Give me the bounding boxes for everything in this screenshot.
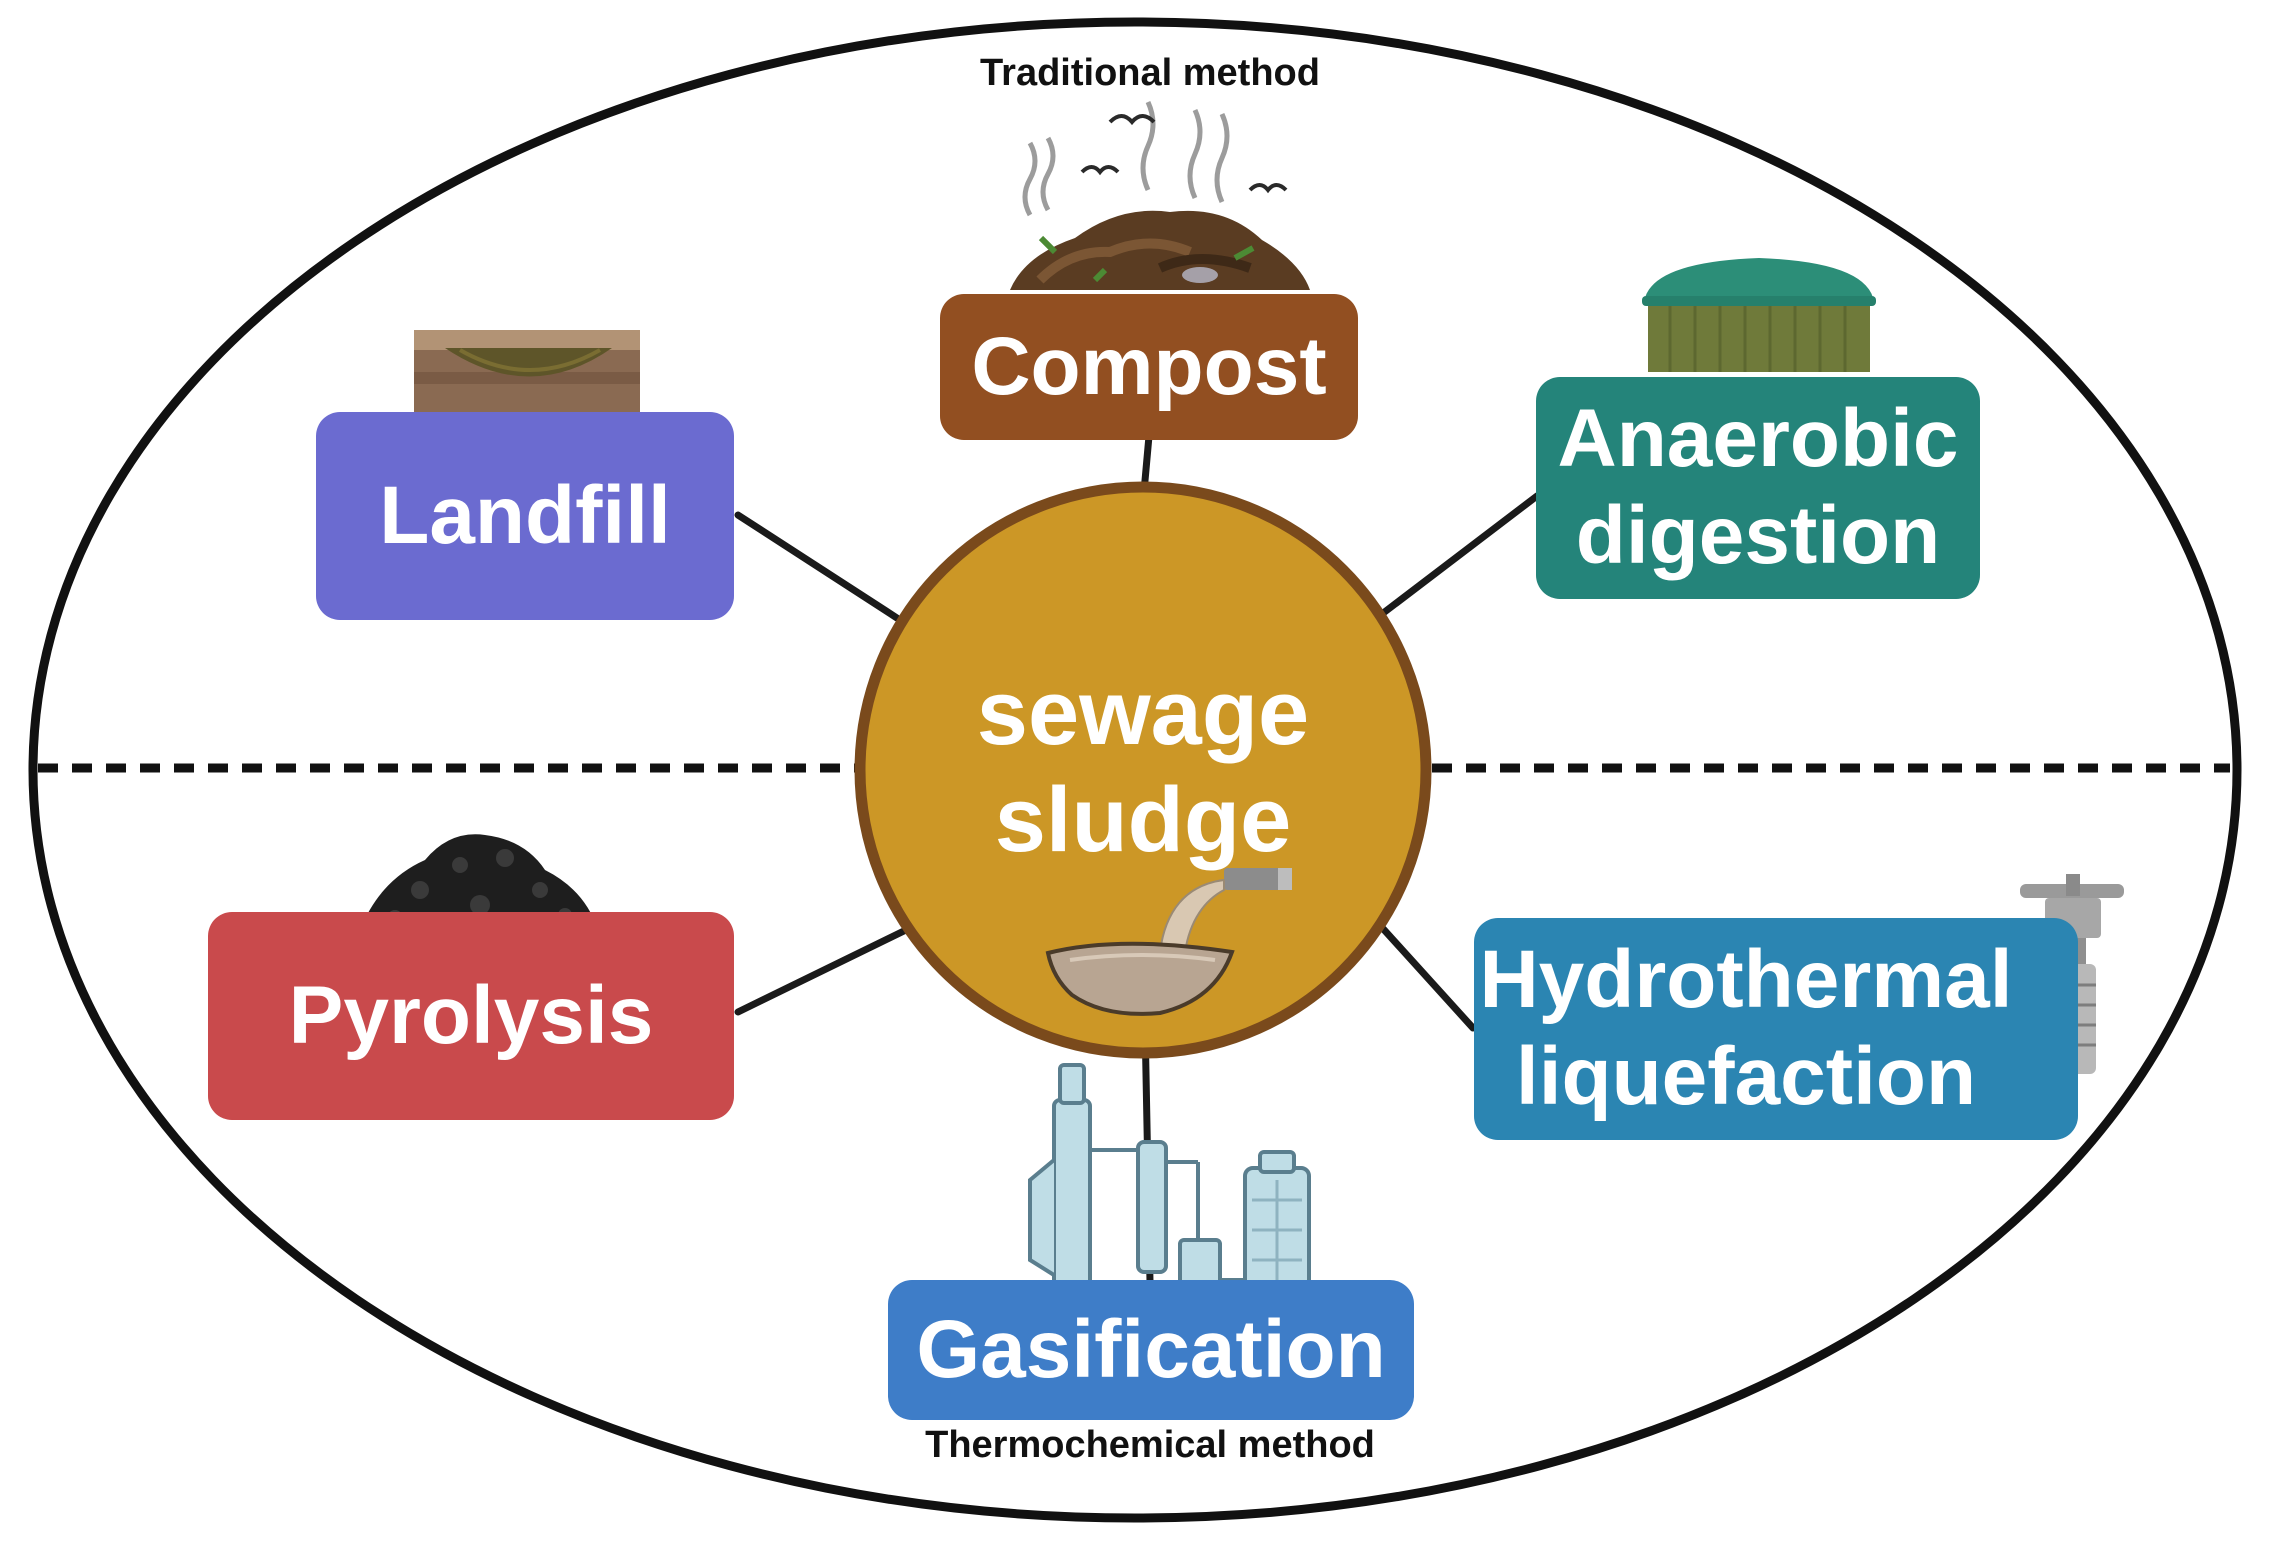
node-compost-label: Compost <box>971 320 1327 412</box>
connector-pyrolysis <box>734 924 914 1016</box>
node-landfill-label: Landfill <box>379 469 671 561</box>
node-anaerobic-digestion-label: Anaerobic digestion <box>1557 393 1959 581</box>
connector-anaerobic-digestion <box>1374 492 1541 621</box>
node-compost: Compost <box>940 294 1358 440</box>
node-pyrolysis-label: Pyrolysis <box>288 969 654 1061</box>
sludge-pour-icon <box>1045 868 1292 1016</box>
node-pyrolysis: Pyrolysis <box>208 912 734 1120</box>
outer-ellipse <box>28 17 2242 1523</box>
connector-landfill <box>734 511 901 622</box>
connector-hydrothermal-liquefaction <box>1373 918 1477 1032</box>
landfill-icon <box>414 330 640 415</box>
center-label: sewage sludge <box>976 662 1310 871</box>
center-circle <box>854 481 1432 1059</box>
node-gasification-label: Gasification <box>916 1303 1386 1395</box>
node-gasification: Gasification <box>888 1280 1414 1420</box>
compost-heap-icon <box>1010 100 1310 290</box>
caption-thermochemical-method: Thermochemical method <box>925 1424 1375 1466</box>
node-hydrothermal-liquefaction-label: Hydrothermal liquefaction <box>1479 934 2013 1122</box>
biogas-digester-icon <box>1642 258 1876 372</box>
node-anaerobic-digestion: Anaerobic digestion <box>1536 377 1980 599</box>
node-hydrothermal-liquefaction: Hydrothermal liquefaction <box>1474 918 2078 1140</box>
gasifier-plant-icon <box>1028 1063 1311 1298</box>
node-landfill: Landfill <box>316 412 734 620</box>
caption-traditional-method: Traditional method <box>980 52 1320 94</box>
